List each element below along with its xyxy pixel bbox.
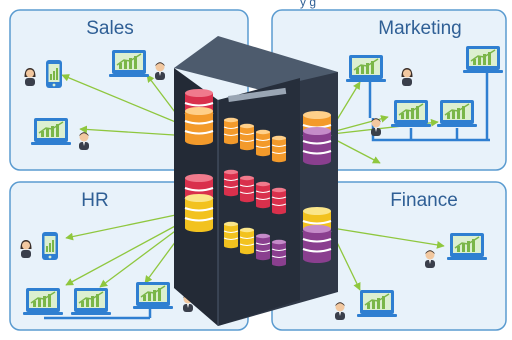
hr-computer-icon-2	[70, 287, 112, 316]
hr-computer-icon-1	[22, 287, 64, 316]
marketing-computer-icon-3	[390, 99, 432, 128]
database-orange-icon	[184, 106, 214, 146]
hr-computer-icon-3	[132, 281, 174, 310]
marketing-computer-icon-2	[462, 45, 504, 74]
panel-hr-title: HR	[81, 190, 108, 211]
hr-phone-icon	[42, 232, 58, 260]
marketing-computer-icon-1	[345, 54, 387, 83]
marketing-user-female-icon	[401, 68, 413, 86]
hr-network-lines	[44, 308, 152, 320]
sales-user-female-icon	[24, 68, 36, 86]
panel-finance-title: Finance	[390, 190, 458, 211]
database-yellow-icon-1	[184, 193, 214, 233]
database-purple-icon-2	[302, 224, 332, 264]
sales-phone-icon	[46, 60, 62, 88]
marketing-computer-icon-4	[436, 99, 478, 128]
finance-computer-icon-2	[356, 289, 398, 318]
finance-computer-icon-1	[446, 232, 488, 261]
panel-marketing-title: Marketing	[378, 18, 461, 39]
sales-computer-icon-2	[30, 117, 72, 146]
hr-user-female-icon	[20, 240, 32, 258]
database-purple-icon	[302, 126, 332, 166]
header-fragment: y g	[300, 0, 316, 9]
panel-sales-title: Sales	[86, 18, 134, 39]
sales-computer-icon-1	[108, 49, 150, 78]
